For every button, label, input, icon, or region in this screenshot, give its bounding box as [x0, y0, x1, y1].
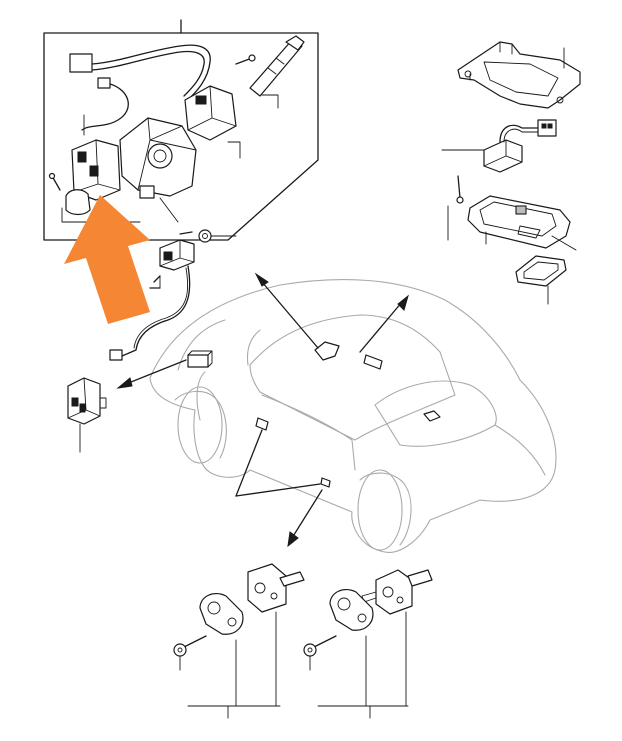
door-switch-plunger-left	[279, 571, 305, 587]
screw-mid	[179, 231, 193, 235]
door-switch-plate-left	[247, 563, 287, 613]
door-switch-plate-right	[375, 569, 413, 615]
mounting-bracket	[457, 41, 581, 109]
door-switch-set-right	[303, 569, 433, 719]
door-switch-set-left	[173, 563, 305, 719]
door-switch-plunger-right	[407, 569, 433, 587]
interior-light-housing	[467, 195, 571, 249]
leader-door-mark-1	[235, 429, 263, 497]
door-switch-boot-left	[199, 593, 244, 635]
relay-wire	[121, 265, 191, 357]
wire-end-connector	[109, 349, 123, 361]
combination-switch-assembly	[43, 19, 319, 241]
small-connector	[97, 77, 111, 89]
car-mounted-switch	[314, 341, 340, 361]
door-switch-boot-right	[329, 589, 374, 631]
door-screw-left	[181, 635, 207, 649]
car-mounted-bracket	[363, 354, 383, 370]
leader-column-switch	[159, 197, 179, 223]
car-door-switch-mark	[255, 417, 269, 431]
harness-wire	[91, 44, 211, 101]
highlight-arrow-icon	[64, 195, 150, 324]
leader-light-housing	[485, 231, 577, 251]
light-relay-connector	[537, 119, 557, 137]
harness-connector	[69, 53, 93, 73]
arrow-to-light-icon	[397, 294, 409, 311]
arrow-to-door-switch-icon	[287, 531, 299, 548]
connector-block	[67, 377, 107, 453]
door-screw-right	[311, 635, 337, 649]
car-outline	[149, 278, 557, 553]
leader-wiper-body	[227, 141, 241, 159]
light-relay	[483, 139, 523, 173]
light-relay-wire	[499, 124, 539, 143]
car-mounted-dome-light	[423, 410, 441, 422]
arrow-to-connector-icon	[116, 377, 133, 389]
leader-door-set-left	[179, 611, 281, 719]
arrow-to-inset-icon	[254, 272, 269, 287]
relay-connector	[109, 229, 237, 361]
wiper-switch-lever	[249, 39, 303, 97]
inset-frame	[43, 32, 319, 241]
interior-light-assembly	[441, 41, 581, 305]
light-screw	[457, 175, 461, 199]
lighting-switch-lever	[65, 189, 91, 216]
car-rear-door-switch-mark	[320, 477, 331, 488]
leader-wiper-lever	[261, 94, 279, 109]
car-mounted-relay	[187, 354, 209, 368]
pointer-arrows	[116, 272, 409, 548]
nut	[198, 229, 212, 243]
leader-door-set-right	[309, 611, 409, 719]
interior-light-lens	[515, 255, 567, 287]
leader-door-mark-2	[235, 483, 321, 497]
